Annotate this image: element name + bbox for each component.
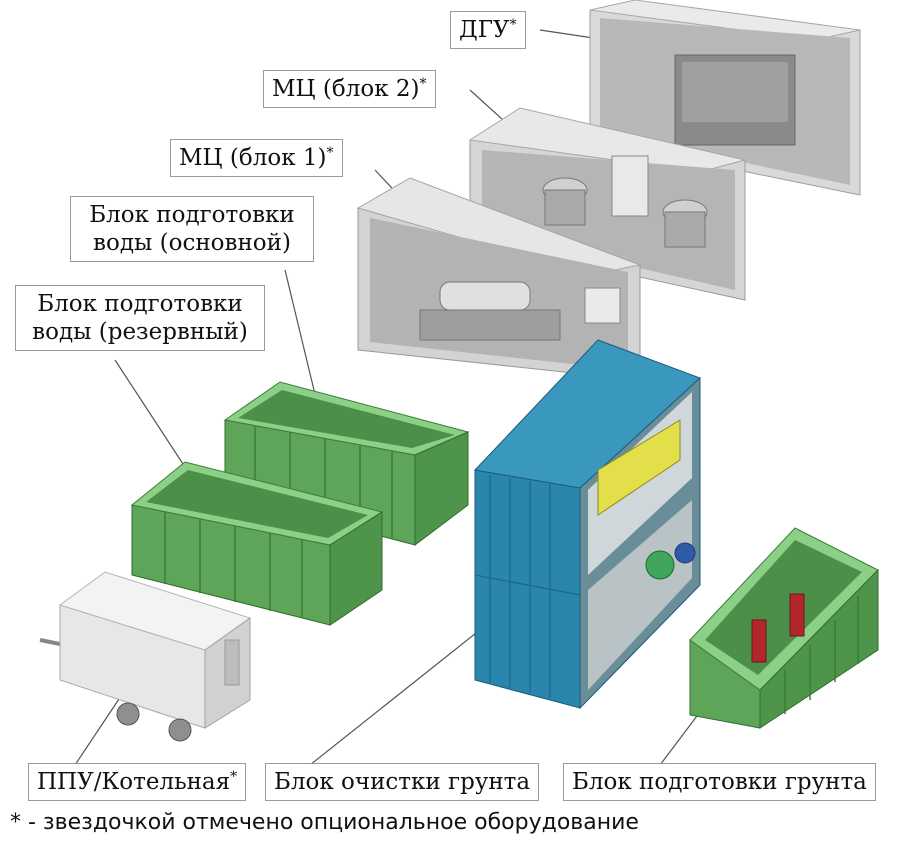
label-water-prep-main-line1: Блок подготовки bbox=[89, 202, 295, 228]
mc-block-1-container bbox=[356, 177, 642, 381]
footnote: * - звездочкой отмечено опциональное обо… bbox=[10, 810, 639, 835]
label-water-prep-reserve: Блок подготовки воды (резервный) bbox=[15, 285, 265, 351]
label-soil-prep: Блок подготовки грунта bbox=[563, 763, 876, 801]
mc-block-2-container bbox=[468, 107, 746, 301]
label-soil-cleaning-text: Блок очистки грунта bbox=[274, 769, 531, 795]
leader-lines bbox=[74, 29, 701, 766]
label-dgu: ДГУ* bbox=[450, 11, 526, 49]
label-mc-block-2: МЦ (блок 2)* bbox=[263, 70, 436, 108]
label-ppu-boiler: ППУ/Котельная* bbox=[28, 763, 247, 801]
label-soil-prep-text: Блок подготовки грунта bbox=[572, 769, 867, 795]
label-water-prep-reserve-line2: воды (резервный) bbox=[32, 319, 248, 345]
optional-mark: * bbox=[230, 769, 238, 785]
ppu-boiler-trailer bbox=[39, 571, 252, 742]
label-water-prep-reserve-line1: Блок подготовки bbox=[37, 291, 243, 317]
optional-mark: * bbox=[326, 145, 334, 161]
soil-prep-tank bbox=[689, 527, 879, 729]
label-mc-block-1-text: МЦ (блок 1) bbox=[179, 145, 327, 171]
water-prep-reserve-tank bbox=[130, 461, 384, 626]
optional-mark: * bbox=[509, 17, 517, 33]
soil-cleaning-container bbox=[473, 339, 701, 710]
label-water-prep-main-line2: воды (основной) bbox=[93, 230, 291, 256]
optional-mark: * bbox=[419, 76, 427, 92]
label-soil-cleaning: Блок очистки грунта bbox=[265, 763, 540, 801]
label-ppu-boiler-text: ППУ/Котельная bbox=[37, 769, 231, 795]
label-mc-block-1: МЦ (блок 1)* bbox=[170, 139, 343, 177]
label-mc-block-2-text: МЦ (блок 2) bbox=[272, 76, 420, 102]
label-water-prep-main: Блок подготовки воды (основной) bbox=[70, 196, 314, 262]
label-dgu-text: ДГУ bbox=[459, 17, 510, 43]
